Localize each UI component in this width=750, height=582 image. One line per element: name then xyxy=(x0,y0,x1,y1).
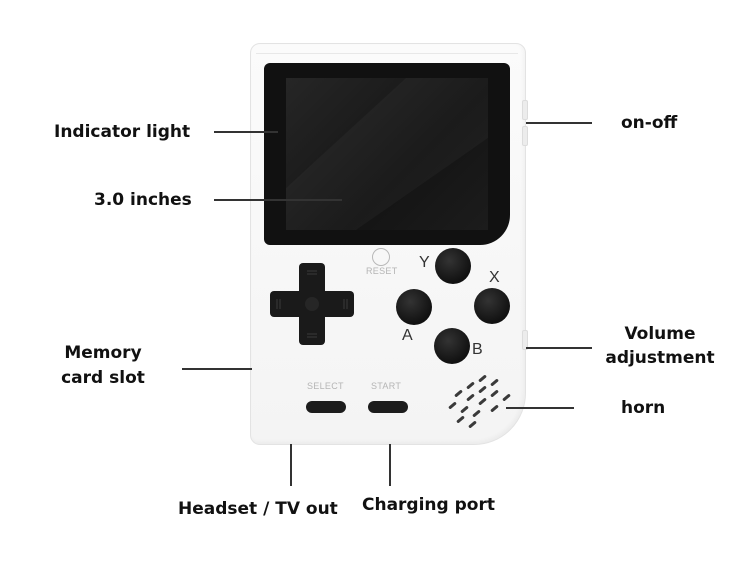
b-button xyxy=(434,328,470,364)
side-button xyxy=(522,126,528,146)
console-top-rim xyxy=(256,43,518,54)
screen-size-label: 3.0 inches xyxy=(94,190,192,210)
volume-leader xyxy=(526,347,592,349)
dpad-center xyxy=(305,297,319,311)
y-button-letter: Y xyxy=(419,254,430,271)
indicator-light-leader xyxy=(214,131,278,133)
headset-label: Headset / TV out xyxy=(178,499,338,519)
memory-card-label-line2: card slot xyxy=(61,368,145,389)
a-button-letter: A xyxy=(402,327,413,344)
indicator-light-label: Indicator light xyxy=(54,122,191,142)
memory-card-label: Memory card slot xyxy=(58,343,148,390)
y-button xyxy=(435,248,471,284)
horn-leader xyxy=(506,407,574,409)
memory-card-label-line1: Memory xyxy=(64,343,142,363)
headset-leader xyxy=(290,444,292,486)
charging-leader xyxy=(389,444,391,486)
screen xyxy=(286,78,488,230)
start-button xyxy=(368,401,408,413)
volume-label-line1: Volume xyxy=(624,324,696,344)
x-button-letter: X xyxy=(489,269,500,286)
a-button xyxy=(396,289,432,325)
reset-label: RESET xyxy=(366,266,398,276)
horn-label: horn xyxy=(621,398,666,418)
dpad-arrow-marks xyxy=(276,270,348,338)
power-switch xyxy=(522,100,528,120)
charging-label: Charging port xyxy=(362,495,495,515)
start-label: START xyxy=(371,381,402,391)
memory-card-leader xyxy=(182,368,252,370)
x-button xyxy=(474,288,510,324)
screen-size-leader xyxy=(214,199,342,201)
b-button-letter: B xyxy=(472,341,483,358)
on-off-label: on-off xyxy=(621,113,678,133)
volume-label: Volume adjustment xyxy=(600,324,720,370)
volume-label-line2: adjustment xyxy=(605,348,715,369)
volume-wheel xyxy=(522,330,528,350)
select-button xyxy=(306,401,346,413)
screen-reflection xyxy=(286,78,488,230)
on-off-leader xyxy=(526,122,592,124)
select-label: SELECT xyxy=(307,381,344,391)
reset-button xyxy=(372,248,390,266)
